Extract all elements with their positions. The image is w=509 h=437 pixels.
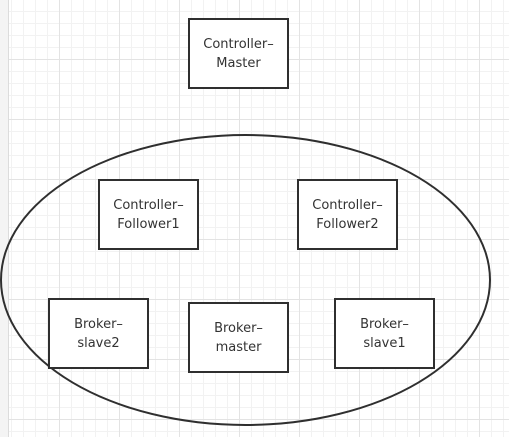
node-controller-master[interactable]: Controller– Master — [188, 18, 289, 89]
node-label: Broker– slave2 — [74, 316, 123, 351]
node-broker-slave1[interactable]: Broker– slave1 — [334, 298, 435, 369]
node-label: Controller– Follower1 — [113, 197, 184, 232]
node-label: Controller– Master — [203, 36, 274, 71]
cluster-ellipse[interactable] — [0, 134, 491, 426]
node-label: Broker– master — [214, 320, 263, 355]
node-label: Broker– slave1 — [360, 316, 409, 351]
node-broker-slave2[interactable]: Broker– slave2 — [48, 298, 149, 369]
node-broker-master[interactable]: Broker– master — [188, 302, 289, 373]
canvas-left-rail — [0, 0, 9, 437]
node-controller-follower1[interactable]: Controller– Follower1 — [98, 179, 199, 250]
node-label: Controller– Follower2 — [312, 197, 383, 232]
node-controller-follower2[interactable]: Controller– Follower2 — [297, 179, 398, 250]
